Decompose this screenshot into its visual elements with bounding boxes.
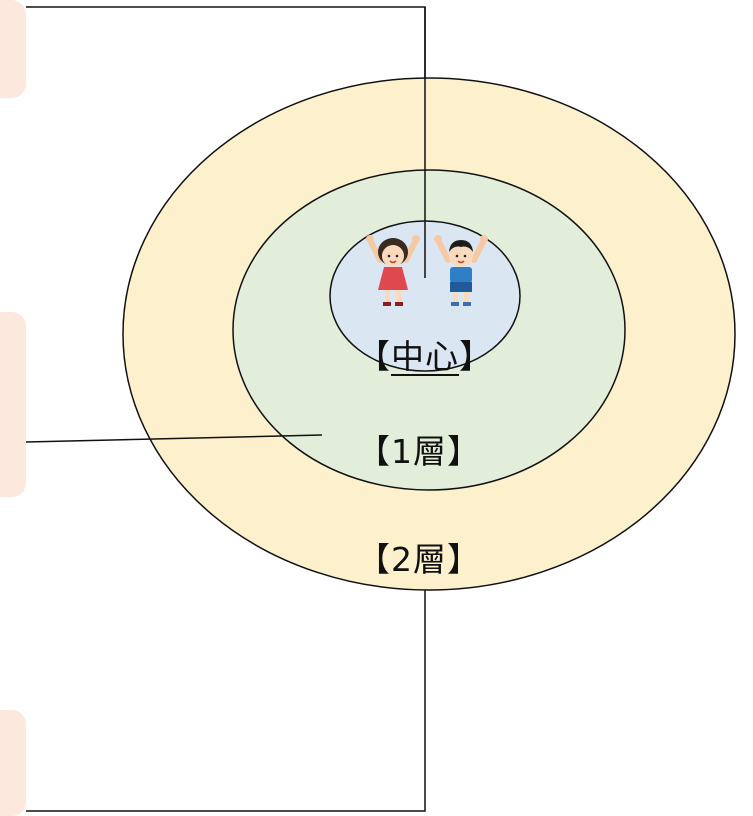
- layer2-label: 【2層】: [357, 540, 481, 579]
- side-panel-bottom: [0, 710, 26, 816]
- side-panel-top: [0, 0, 26, 98]
- connector-mid-to-layer1: [25, 434, 323, 443]
- side-panel-middle: [0, 312, 26, 497]
- boy-cheering-icon: [434, 235, 488, 306]
- center-label: 【中心】: [357, 337, 493, 376]
- connector-layer2-to-bottom: [26, 590, 426, 812]
- layer1-label: 【1層】: [357, 432, 481, 471]
- girl-cheering-icon: [366, 235, 420, 306]
- center-label-text: 中心: [391, 337, 459, 376]
